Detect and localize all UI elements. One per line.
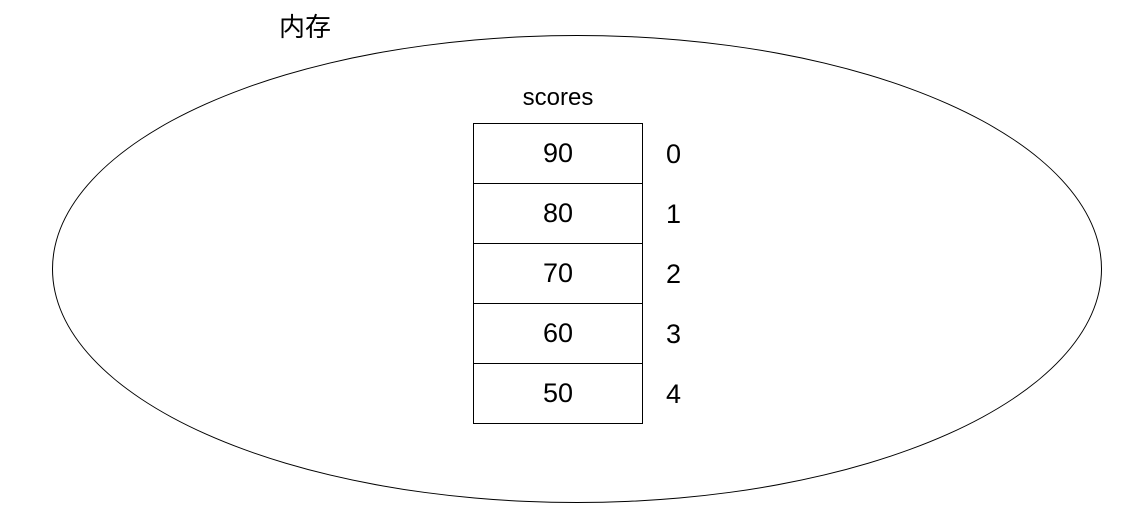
array-name-label: scores: [522, 84, 594, 111]
array-index-label: 4: [666, 364, 706, 424]
array-cell: 60: [474, 304, 642, 364]
array-box: 90 80 70 60 50: [473, 123, 643, 424]
index-value: 1: [666, 198, 682, 229]
array-index-label: 3: [666, 304, 706, 364]
index-value: 3: [666, 318, 682, 349]
cell-value: 60: [542, 318, 574, 348]
cell-value: 90: [542, 138, 574, 168]
memory-label: 内存: [279, 12, 332, 42]
cell-value: 70: [542, 258, 574, 288]
array-cell: 70: [474, 244, 642, 304]
index-column: 0 1 2 3 4: [666, 124, 706, 424]
cell-value: 50: [542, 378, 574, 408]
array-index-label: 0: [666, 124, 706, 184]
memory-ellipse-outline: [52, 35, 1102, 503]
array-index-label: 1: [666, 184, 706, 244]
index-value: 4: [666, 378, 682, 409]
array-cell: 50: [474, 364, 642, 424]
array-index-label: 2: [666, 244, 706, 304]
index-value: 0: [666, 138, 682, 169]
array-cell: 80: [474, 184, 642, 244]
cell-value: 80: [542, 198, 574, 228]
array-cell: 90: [474, 124, 642, 184]
index-value: 2: [666, 258, 682, 289]
